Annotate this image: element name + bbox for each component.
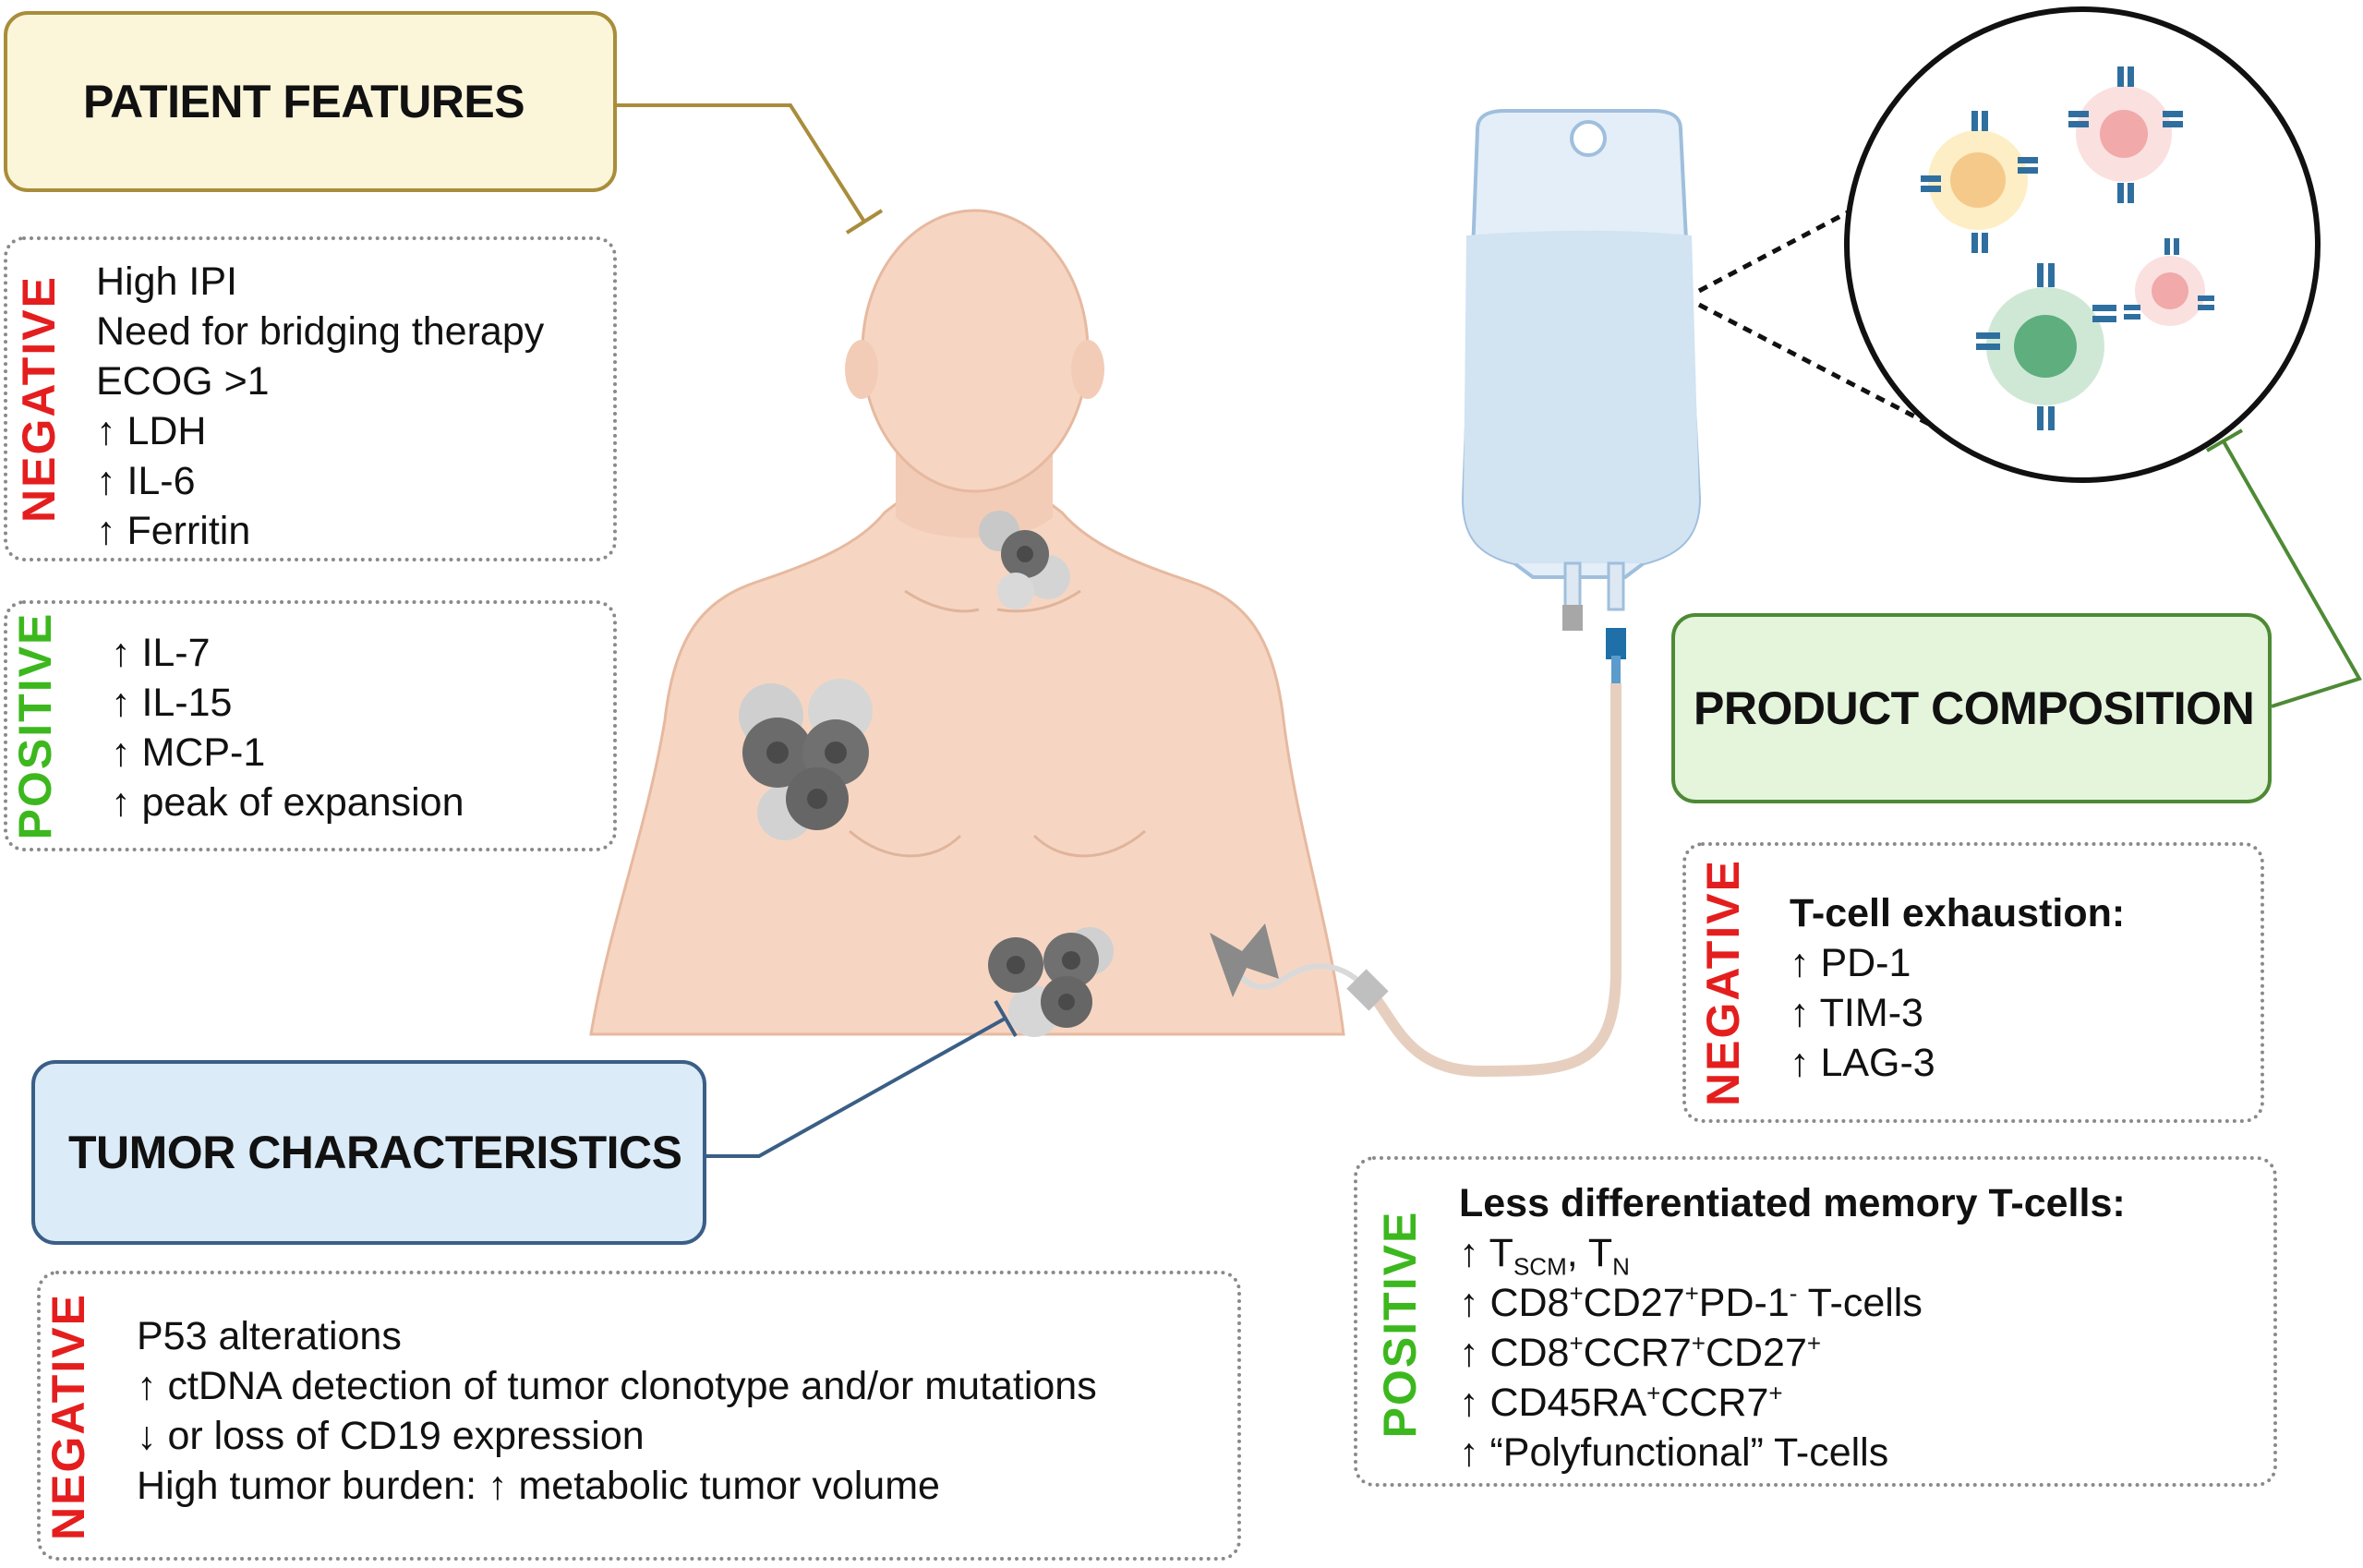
t-cell-exhaustion-heading: T-cell exhaustion: — [1790, 891, 2126, 935]
product-composition-title: PRODUCT COMPOSITION — [1694, 682, 2255, 734]
list-item: ↑ Ferritin — [96, 509, 251, 553]
patient-negative-panel: NEGATIVE High IPI Need for bridging ther… — [4, 236, 617, 561]
list-item: ↑ IL-15 — [111, 681, 233, 725]
list-item: ↑ MCP-1 — [111, 730, 266, 775]
list-item: ↑ CD8+CD27+PD-1- T-cells — [1459, 1279, 1923, 1325]
list-item: ↓ or loss of CD19 expression — [137, 1414, 645, 1458]
list-item: ↑ LDH — [96, 409, 207, 453]
zoom-lines — [1697, 200, 1950, 437]
patient-features-title: PATIENT FEATURES — [83, 76, 525, 127]
product-negative-panel: NEGATIVE T-cell exhaustion: ↑ PD-1 ↑ TIM… — [1682, 842, 2264, 1123]
list-item: Need for bridging therapy — [96, 309, 545, 354]
list-item: P53 alterations — [137, 1314, 402, 1358]
patient-positive-list: ↑ IL-7 ↑ IL-15 ↑ MCP-1 ↑ peak of expansi… — [111, 628, 464, 827]
list-item: High tumor burden: ↑ metabolic tumor vol… — [137, 1464, 940, 1508]
tumor-characteristics-title: TUMOR CHARACTERISTICS — [68, 1127, 682, 1178]
list-item: ↑ peak of expansion — [111, 780, 464, 825]
list-item: ↑ TIM-3 — [1790, 991, 1923, 1035]
tumor-connector — [706, 999, 1018, 1158]
tumor-cluster-chest — [739, 679, 873, 840]
product-composition-title-box: PRODUCT COMPOSITION — [1671, 613, 2272, 803]
product-positive-label: POSITIVE — [1374, 1210, 1426, 1439]
tumor-negative-list: P53 alterations ↑ ctDNA detection of tum… — [137, 1311, 1097, 1511]
product-negative-list: T-cell exhaustion: ↑ PD-1 ↑ TIM-3 ↑ LAG-… — [1790, 888, 2125, 1088]
list-item: ↑ CD8+CCR7+CD27+ — [1459, 1329, 1822, 1375]
product-negative-label: NEGATIVE — [1697, 859, 1749, 1106]
list-item: ↑ TSCM, TN — [1459, 1231, 1630, 1281]
tumor-cluster-neck — [979, 511, 1070, 609]
tumor-cluster-abdomen — [988, 927, 1114, 1037]
iv-bag-illustration — [1210, 109, 1702, 1078]
list-item: ↑ PD-1 — [1790, 941, 1911, 985]
patient-negative-list: High IPI Need for bridging therapy ECOG … — [96, 257, 544, 556]
list-item: ↑ LAG-3 — [1790, 1041, 1935, 1085]
patient-positive-label: POSITIVE — [9, 611, 61, 840]
patient-negative-label: NEGATIVE — [13, 275, 65, 523]
patient-positive-panel: POSITIVE ↑ IL-7 ↑ IL-15 ↑ MCP-1 ↑ peak o… — [4, 600, 617, 851]
list-item: ↑ “Polyfunctional” T-cells — [1459, 1430, 1889, 1475]
memory-t-cells-heading: Less differentiated memory T-cells: — [1459, 1181, 2126, 1225]
product-positive-list: Less differentiated memory T-cells: ↑ TS… — [1459, 1178, 2126, 1478]
patient-features-title-box: PATIENT FEATURES — [4, 11, 617, 192]
patient-connector — [617, 103, 884, 235]
t-cell-magnifier-illustration — [1844, 6, 2321, 483]
list-item: ECOG >1 — [96, 359, 270, 404]
list-item: ↑ CD45RA+CCR7+ — [1459, 1379, 1783, 1425]
tumor-negative-label: NEGATIVE — [42, 1293, 94, 1540]
tumor-negative-panel: NEGATIVE P53 alterations ↑ ctDNA detecti… — [37, 1271, 1241, 1561]
product-positive-panel: POSITIVE Less differentiated memory T-ce… — [1354, 1156, 2277, 1487]
list-item: ↑ ctDNA detection of tumor clonotype and… — [137, 1364, 1097, 1408]
human-body-illustration — [589, 209, 1345, 1036]
list-item: ↑ IL-6 — [96, 459, 196, 503]
list-item: ↑ IL-7 — [111, 631, 211, 675]
list-item: High IPI — [96, 259, 237, 304]
tumor-characteristics-title-box: TUMOR CHARACTERISTICS — [31, 1060, 706, 1245]
product-connector — [2205, 428, 2362, 708]
